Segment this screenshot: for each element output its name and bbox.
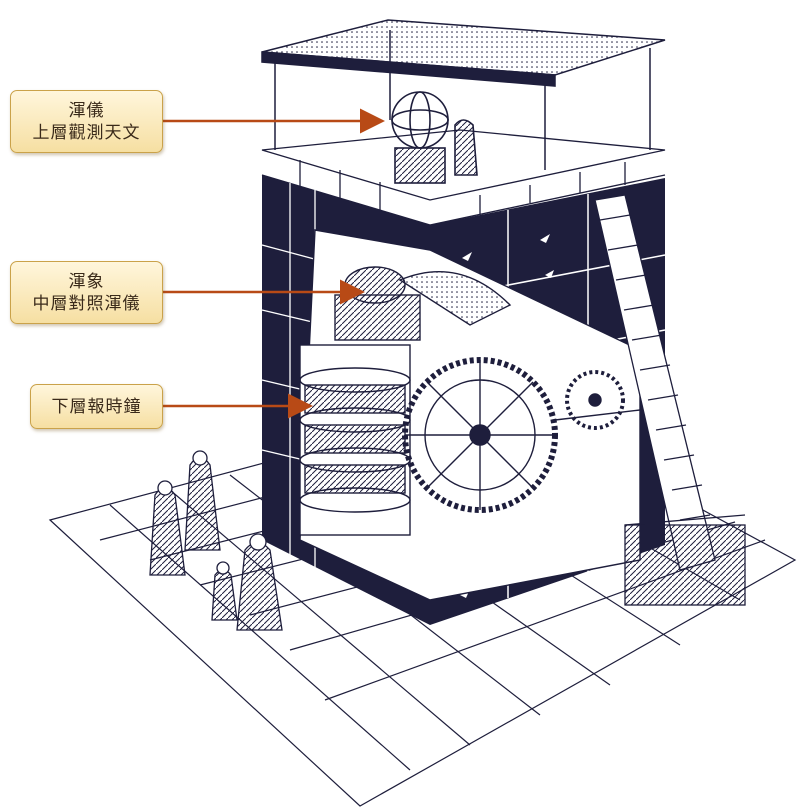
armillary-sphere: [391, 91, 478, 184]
label-celestial-globe-title: 渾象: [68, 271, 105, 292]
visiting-figures: [149, 450, 283, 631]
callout-arrows: [163, 108, 385, 419]
small-gear: [554, 370, 641, 430]
label-celestial-globe: 渾象 中層對照渾儀: [10, 261, 163, 324]
celestial-globe: [334, 266, 512, 341]
label-armillary-sphere: 渾儀 上層觀測天文: [10, 90, 163, 153]
label-armillary-desc: 上層觀測天文: [32, 122, 141, 143]
label-clock-tower: 下層報時鐘: [30, 384, 163, 429]
interior-cutaway: [299, 229, 641, 601]
clock-jack-drum: [299, 344, 411, 536]
label-armillary-title: 渾儀: [68, 100, 105, 121]
label-celestial-globe-desc: 中層對照渾儀: [32, 293, 141, 314]
label-clock-tower-title: 下層報時鐘: [51, 396, 142, 417]
roof-pavilion: [261, 19, 666, 170]
staircase: [594, 194, 746, 606]
waterwheel: [402, 357, 558, 513]
